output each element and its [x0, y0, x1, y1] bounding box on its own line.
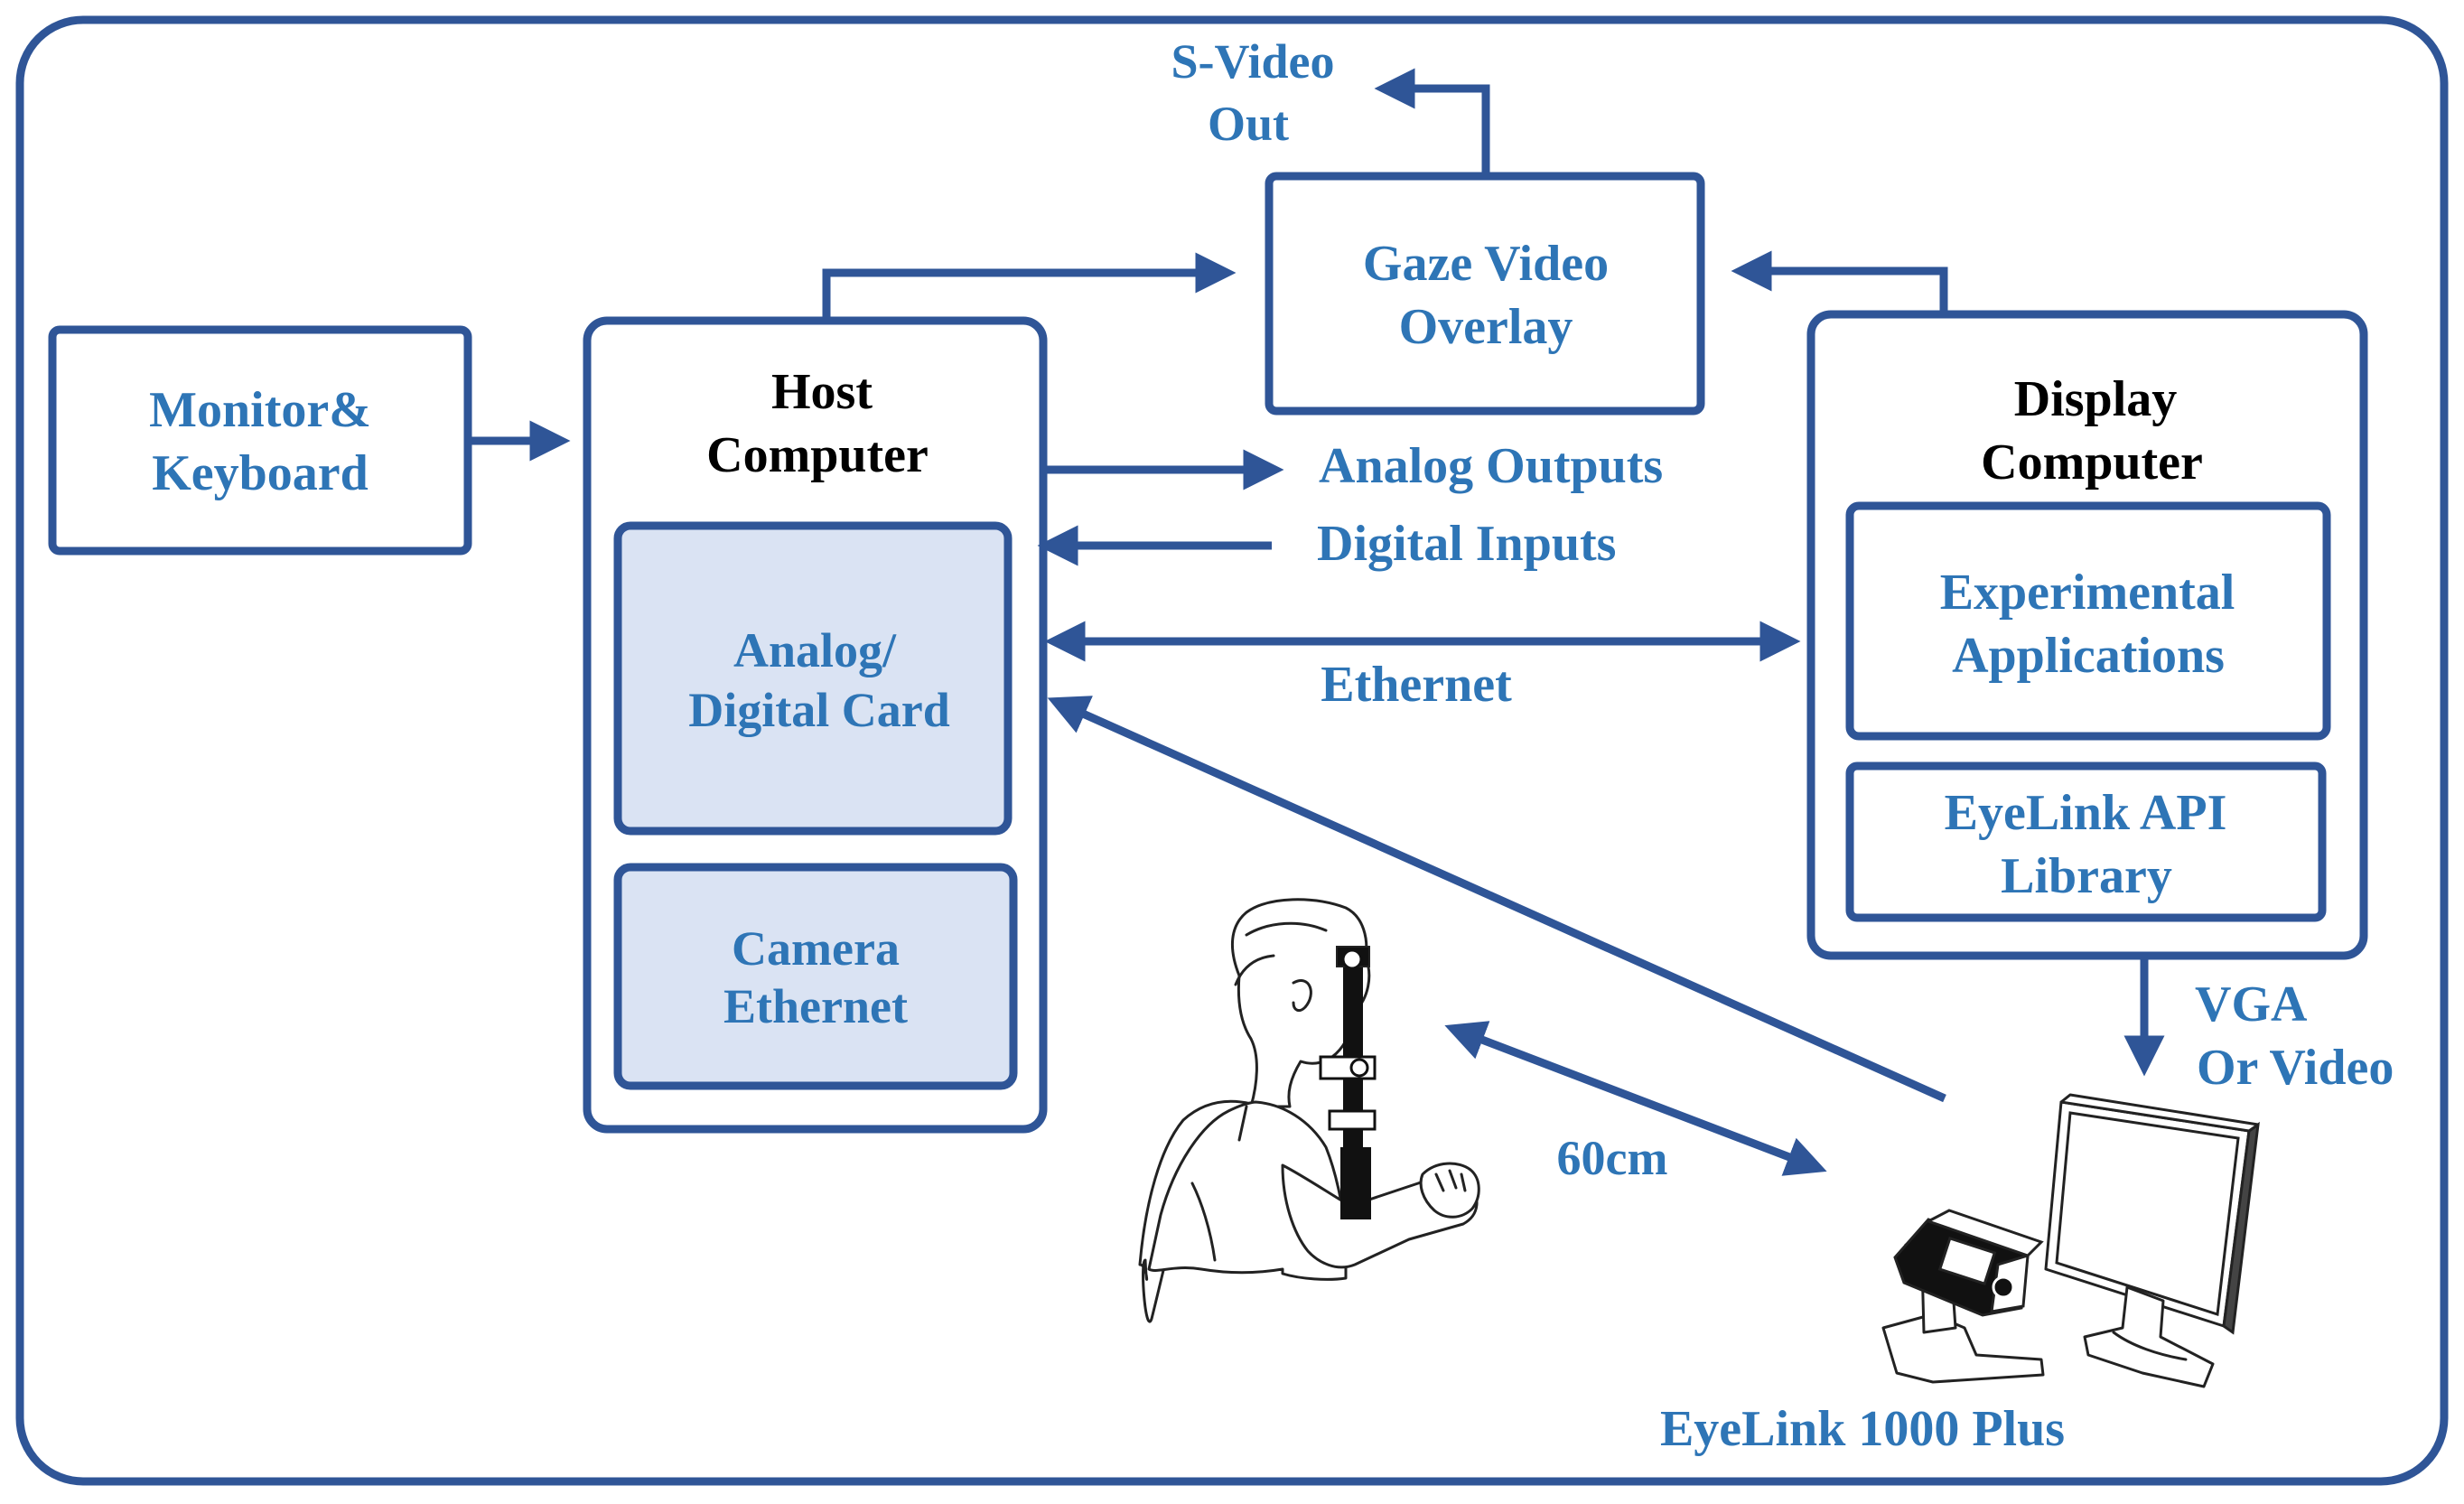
display-computer-title-line2: Computer [1981, 434, 2203, 490]
host-to-overlay-arrow [822, 252, 1237, 321]
host-computer-title-line2: Computer [706, 427, 929, 483]
api-label-line1: EyeLink API [1945, 785, 2227, 841]
eyelink-camera-illustration [1881, 1209, 2045, 1384]
eyelink-api-library-box: EyeLink API Library [1845, 761, 2327, 922]
display-monitor-illustration [2044, 1093, 2260, 1388]
analog-card-label-line2: Digital Card [688, 683, 950, 737]
gaze-overlay-label-line1: Gaze Video [1363, 236, 1609, 292]
eyelink-tracker-label: EyeLink 1000 Plus [1660, 1401, 2065, 1457]
distance-arrow [1444, 1021, 1827, 1176]
ethernet-label: Ethernet [1321, 657, 1512, 713]
monitor-keyboard-box: Monitor& Keyboard [48, 325, 472, 556]
host-computer-title-line1: Host [771, 364, 873, 420]
display-to-overlay-arrow [1731, 250, 1948, 314]
api-label-line2: Library [2001, 848, 2172, 904]
outer-frame [15, 15, 2449, 1486]
participant-illustration [1138, 898, 1480, 1323]
monitor-keyboard-label-line2: Keyboard [152, 445, 369, 501]
camera-ethernet-card: Camera Ethernet [613, 863, 1018, 1090]
svideo-label-line2: Out [1208, 97, 1289, 151]
overlay-to-svideo-arrow [1374, 68, 1490, 176]
monitor-keyboard-label-line1: Monitor& [149, 382, 371, 438]
analog-outputs-label: Analog Outputs [1319, 438, 1663, 494]
experimental-applications-box: Experimental Applications [1845, 501, 2331, 741]
camera-card-label-line1: Camera [732, 921, 900, 976]
analog-card-label-line1: Analog/ [733, 623, 897, 677]
experimental-label-line1: Experimental [1940, 565, 2235, 621]
experimental-label-line2: Applications [1952, 628, 2225, 684]
vga-label-line2: Or Video [2197, 1040, 2394, 1096]
camera-card-label-line2: Ethernet [723, 979, 908, 1033]
digital-inputs-label: Digital Inputs [1317, 516, 1616, 572]
host-computer-box: Host Computer Analog/ Digital Card Camer… [583, 316, 1048, 1134]
svideo-label-line1: S-Video [1171, 34, 1334, 89]
display-computer-title-line1: Display [2014, 371, 2178, 427]
vga-label-line1: VGA [2195, 976, 2308, 1032]
gaze-overlay-label-line2: Overlay [1399, 299, 1573, 355]
display-computer-box: Display Computer Experimental Applicatio… [1806, 310, 2368, 960]
analog-digital-card: Analog/ Digital Card [613, 521, 1013, 836]
distance-label: 60cm [1557, 1131, 1668, 1185]
gaze-overlay-box: Gaze Video Overlay [1265, 172, 1705, 416]
